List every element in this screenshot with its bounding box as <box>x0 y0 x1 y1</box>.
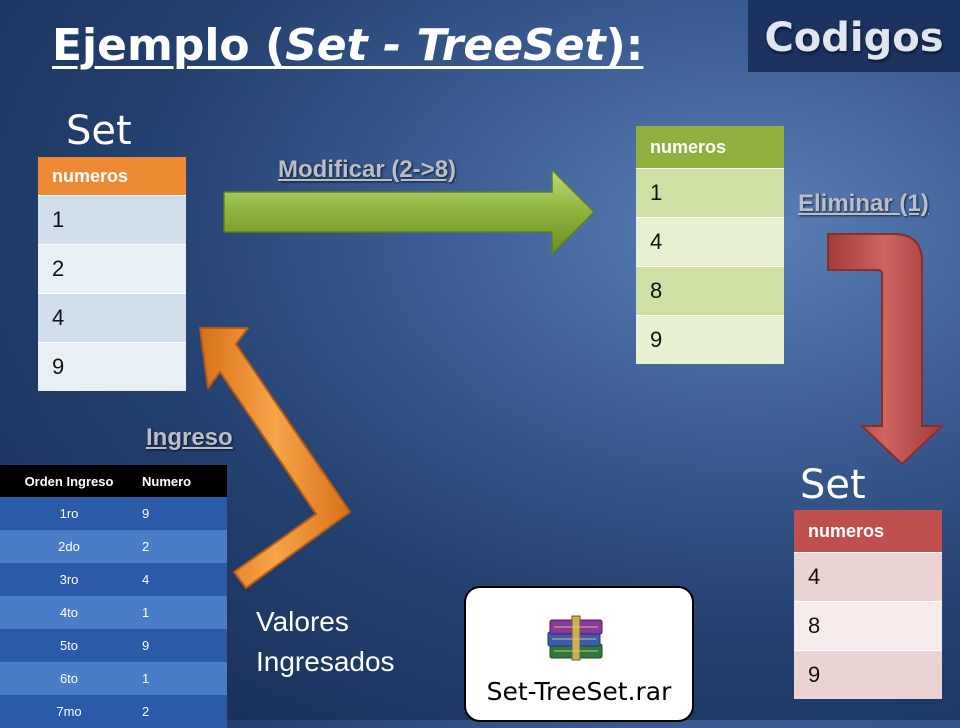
set-cell: 9 <box>636 315 784 364</box>
set-cell: 9 <box>794 650 942 699</box>
valores-line-1: Valores <box>256 606 349 637</box>
column-header-numero: Numero <box>138 465 227 497</box>
numero-cell: 2 <box>138 695 227 728</box>
modify-arrow-label: Modificar (2->8) <box>278 156 457 183</box>
valores-ingresados-label: Valores Ingresados <box>256 602 395 682</box>
set-cell: 2 <box>38 244 186 294</box>
orden-cell: 2do <box>0 530 138 563</box>
set-cell: 1 <box>38 195 186 245</box>
orden-cell: 1ro <box>0 497 138 530</box>
set-cell: 8 <box>794 601 942 651</box>
delete-arrow-icon <box>827 233 945 466</box>
set-cell: 1 <box>636 168 784 218</box>
set-cell: 9 <box>38 342 186 391</box>
ingreso-arrow-label: Ingreso <box>146 424 233 451</box>
set-cell: 4 <box>38 293 186 343</box>
column-header: numeros <box>38 157 186 196</box>
codigos-button[interactable]: Codigos <box>748 0 960 72</box>
modify-arrow-icon <box>223 168 596 256</box>
set-cell: 4 <box>794 552 942 602</box>
set-cell: 8 <box>636 266 784 316</box>
set-table-bottom: numeros 4 8 9 <box>794 510 942 699</box>
orden-cell: 4to <box>0 596 138 629</box>
numero-cell: 4 <box>138 563 227 596</box>
set-label-top: Set <box>66 108 132 154</box>
numero-cell: 2 <box>138 530 227 563</box>
orden-cell: 5to <box>0 629 138 662</box>
column-header-orden: Orden Ingreso <box>0 465 138 497</box>
file-name: Set-TreeSet.rar <box>486 677 672 706</box>
column-header: numeros <box>794 510 942 553</box>
set-label-bottom: Set <box>800 462 866 508</box>
delete-arrow-label: Eliminar (1) <box>798 190 929 217</box>
column-header: numeros <box>636 126 784 169</box>
orden-cell: 6to <box>0 662 138 695</box>
set-table-top: numeros 1 2 4 9 <box>38 157 186 391</box>
numero-cell: 9 <box>138 497 227 530</box>
numero-cell: 9 <box>138 629 227 662</box>
numero-cell: 1 <box>138 596 227 629</box>
ingreso-arrow-icon <box>199 327 351 589</box>
winrar-archive-icon <box>547 615 603 661</box>
rar-file-attachment[interactable]: Set-TreeSet.rar <box>464 586 694 722</box>
valores-line-2: Ingresados <box>256 646 395 677</box>
orden-cell: 7mo <box>0 695 138 728</box>
page-title: Ejemplo (Set - TreeSet): <box>52 20 644 71</box>
orden-cell: 3ro <box>0 563 138 596</box>
set-cell: 4 <box>636 217 784 267</box>
modified-table: numeros 1 4 8 9 <box>636 126 784 364</box>
numero-cell: 1 <box>138 662 227 695</box>
